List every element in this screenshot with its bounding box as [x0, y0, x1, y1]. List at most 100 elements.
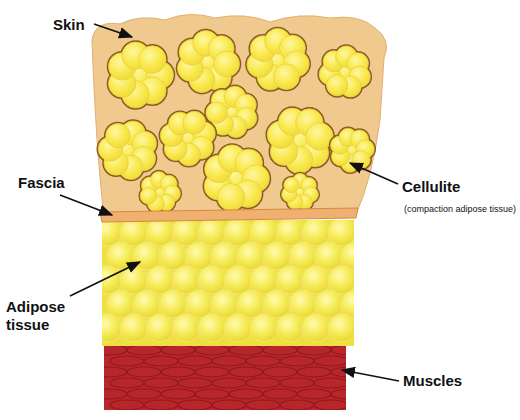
fat-cell: [302, 314, 330, 342]
muscle-fiber: [246, 378, 280, 388]
muscle-fiber: [331, 345, 365, 355]
skin-layer: [92, 14, 387, 216]
muscle-fiber: [314, 400, 348, 410]
muscle-fiber: [263, 367, 297, 377]
muscle-fiber: [280, 378, 314, 388]
muscle-fiber: [246, 356, 280, 366]
muscle-fiber: [314, 378, 348, 388]
muscle-fiber: [348, 400, 382, 410]
cellulite-cluster: [331, 128, 375, 172]
fat-cell: [146, 314, 174, 342]
adipose-layer: [94, 218, 369, 346]
muscle-fiber: [93, 367, 127, 377]
fascia-label: Fascia: [18, 174, 65, 192]
muscle-fiber: [314, 356, 348, 366]
muscle-fiber: [348, 378, 382, 388]
muscle-fiber: [178, 378, 212, 388]
muscle-fiber: [161, 345, 195, 355]
fat-cell: [133, 290, 161, 318]
muscle-fiber: [280, 400, 314, 410]
muscle-fiber: [161, 389, 195, 399]
fascia-arrow: [60, 195, 112, 215]
fat-cell: [276, 266, 304, 294]
fascia-band: [100, 208, 358, 222]
adipose-arrow: [70, 262, 140, 296]
fat-cell: [302, 266, 330, 294]
muscle-fiber: [348, 356, 382, 366]
muscle-fiber: [212, 400, 246, 410]
muscle-fiber: [93, 389, 127, 399]
muscle-fiber: [195, 367, 229, 377]
skin-label: Skin: [53, 16, 85, 34]
muscle-arrow: [342, 370, 399, 381]
cellulite-cluster: [282, 173, 319, 209]
fat-cell: [172, 266, 200, 294]
fat-cell: [211, 290, 239, 318]
fat-cell: [198, 266, 226, 294]
fat-cell: [185, 242, 213, 270]
fat-cell: [289, 242, 317, 270]
muscle-fiber: [127, 345, 161, 355]
muscle-fiber: [110, 378, 144, 388]
cellulite-cluster: [319, 46, 370, 97]
fat-cell: [237, 242, 265, 270]
muscle-fiber: [297, 389, 331, 399]
fat-cell: [159, 242, 187, 270]
fat-cell: [250, 266, 278, 294]
fat-cell: [224, 314, 252, 342]
cellulite-arrow: [350, 163, 398, 184]
muscle-fiber: [178, 356, 212, 366]
skin-arrow: [94, 24, 132, 37]
cellulite-cluster: [267, 108, 333, 173]
cellulite-cluster: [204, 145, 269, 211]
fat-cell: [172, 314, 200, 342]
cellulite-cluster: [177, 31, 239, 93]
fat-cell: [198, 314, 226, 342]
muscle-fiber: [127, 367, 161, 377]
fat-cell: [159, 290, 187, 318]
fat-cell: [120, 314, 148, 342]
muscle-fiber: [110, 356, 144, 366]
muscle-band: [104, 339, 346, 410]
fat-cell: [185, 290, 213, 318]
fat-cell: [133, 242, 161, 270]
muscle-fiber: [297, 345, 331, 355]
adipose-label: Adipose tissue: [6, 298, 72, 334]
cellulite-lumps: [98, 28, 374, 211]
cellulite-cluster: [140, 172, 180, 212]
fat-cell: [237, 290, 265, 318]
fat-cell: [107, 290, 135, 318]
muscle-fiber: [331, 389, 365, 399]
muscle-fiber: [280, 356, 314, 366]
muscle-fiber: [161, 367, 195, 377]
fat-cell: [263, 242, 291, 270]
fat-cell: [315, 242, 343, 270]
cellulite-cluster: [98, 121, 156, 180]
muscle-fiber: [195, 345, 229, 355]
muscle-fiber: [297, 367, 331, 377]
fat-cell: [276, 314, 304, 342]
muscle-fiber: [331, 367, 365, 377]
muscle-fiber: [127, 389, 161, 399]
muscle-fiber: [212, 356, 246, 366]
muscle-fiber: [195, 389, 229, 399]
muscle-layer: [93, 339, 382, 410]
fat-cell: [315, 290, 343, 318]
muscle-fiber: [263, 389, 297, 399]
muscle-fiber: [246, 400, 280, 410]
muscle-fiber: [110, 400, 144, 410]
fat-cell: [289, 290, 317, 318]
cellulite-label: Cellulite: [402, 178, 460, 196]
fat-cell: [146, 266, 174, 294]
fat-cell: [250, 314, 278, 342]
muscle-fiber: [212, 378, 246, 388]
fat-cell: [211, 242, 239, 270]
leader-arrows: [60, 24, 399, 381]
muscle-fiber: [263, 345, 297, 355]
muscle-fiber: [93, 345, 127, 355]
muscle-fiber: [229, 367, 263, 377]
cellulite-cluster: [247, 28, 309, 90]
cellulite-cluster: [108, 42, 173, 108]
fat-cell: [224, 266, 252, 294]
muscle-fiber: [144, 356, 178, 366]
